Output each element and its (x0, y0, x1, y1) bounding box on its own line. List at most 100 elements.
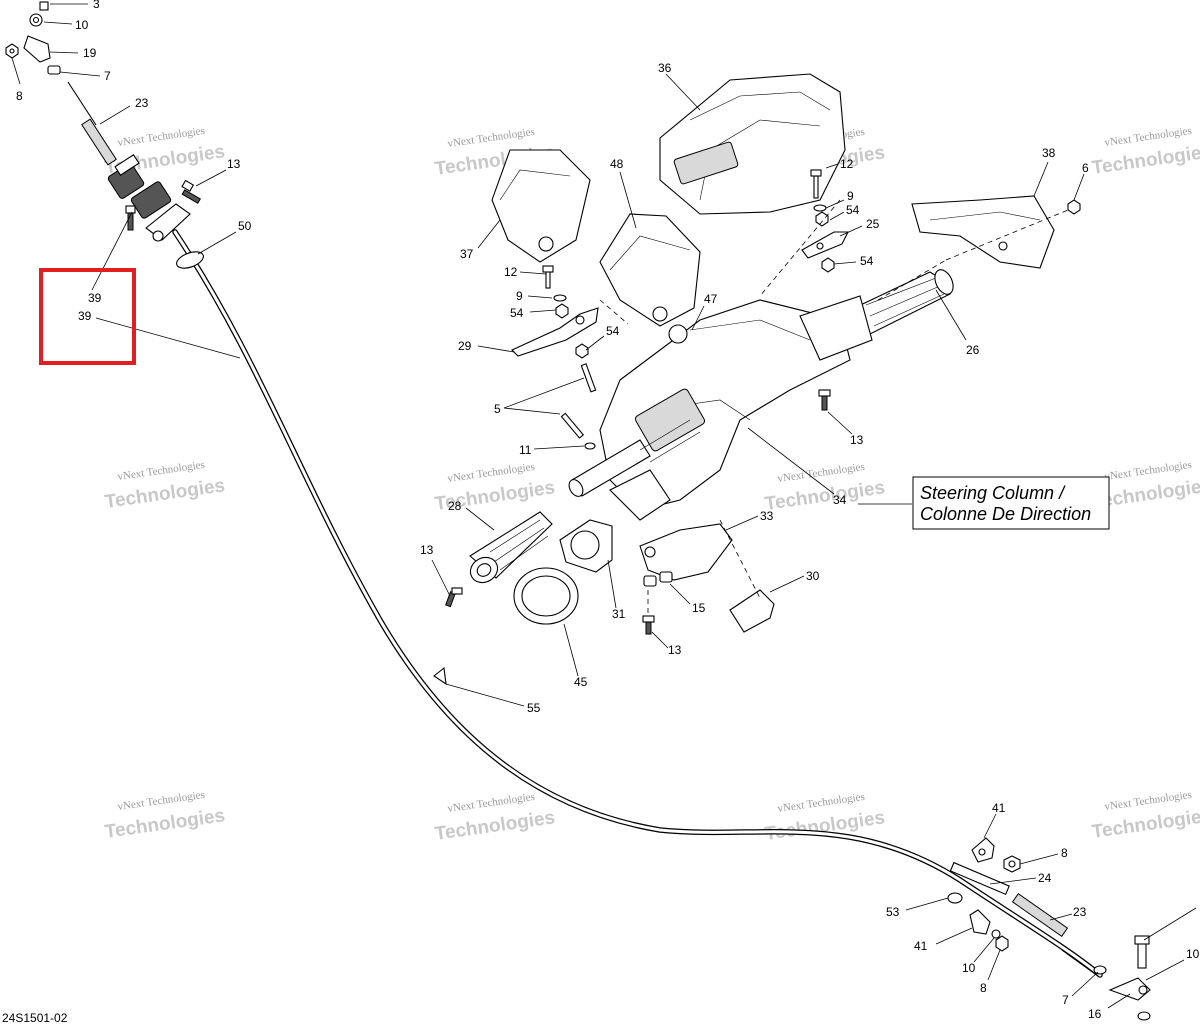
pin-5-lower[interactable] (560, 412, 585, 439)
steering-column-34[interactable] (566, 299, 851, 521)
callout-label[interactable]: 10 (962, 961, 976, 975)
throttle-lever-29[interactable] (511, 307, 599, 357)
nut-54-right-lower[interactable] (821, 257, 835, 273)
cover-38[interactable] (911, 195, 1055, 269)
bolt-3[interactable] (39, 1, 49, 11)
o-ring-50[interactable] (174, 249, 205, 272)
callout-label[interactable]: 36 (658, 61, 672, 75)
screw-13-bottom[interactable] (642, 615, 655, 635)
nut-54-mid[interactable] (575, 343, 589, 359)
cable-adjuster-39[interactable] (107, 154, 191, 242)
cable-sheath-23-upper[interactable] (81, 118, 117, 166)
washer-9-right[interactable] (813, 204, 827, 212)
callout-label[interactable]: 33 (760, 509, 774, 523)
callout-label[interactable]: 25 (866, 217, 880, 231)
callout-label[interactable]: 16 (1088, 1007, 1102, 1021)
callout-label[interactable]: 41 (992, 801, 1006, 815)
callout-label[interactable]: 54 (510, 306, 524, 320)
nut-54-left[interactable] (555, 303, 569, 319)
callout-label[interactable]: 10 (75, 18, 89, 32)
cable-end-16[interactable] (1108, 977, 1151, 1001)
screw-39[interactable] (125, 205, 136, 231)
callout-label[interactable]: 19 (83, 46, 97, 60)
callout-label[interactable]: 41 (914, 939, 928, 953)
callout-label[interactable]: 38 (1042, 146, 1056, 160)
callout-label[interactable]: 23 (135, 96, 149, 110)
callout-label[interactable]: 26 (966, 343, 980, 357)
callout-label[interactable]: 39 (78, 309, 92, 323)
clip-15[interactable] (643, 571, 673, 587)
bushing-7-lower[interactable] (1093, 965, 1107, 975)
retaining-ring-45[interactable] (513, 567, 579, 625)
callout-label[interactable]: 5 (494, 402, 501, 416)
bracket-41-lower[interactable] (969, 909, 991, 935)
callout-label[interactable]: 54 (860, 254, 874, 268)
callout-label[interactable]: 7 (1062, 993, 1069, 1007)
callout-label[interactable]: 37 (460, 247, 474, 261)
callout-label[interactable]: 30 (806, 569, 820, 583)
callout-label[interactable]: 8 (980, 981, 987, 995)
callout-label[interactable]: 31 (612, 607, 626, 621)
cable-end-fitting-19[interactable] (23, 13, 51, 63)
washer-11[interactable] (584, 442, 596, 450)
callout-label[interactable]: 23 (1073, 905, 1087, 919)
lever-25[interactable] (801, 231, 849, 259)
bushing-7-upper[interactable] (47, 65, 61, 75)
callout-label[interactable]: 9 (516, 289, 523, 303)
callout-label[interactable]: 39 (88, 291, 102, 305)
callout-label[interactable]: 15 (692, 601, 706, 615)
switch-housing-37[interactable] (491, 149, 591, 263)
cable-sheath-23-lower[interactable] (1011, 893, 1069, 937)
cable-upper-end-assembly[interactable] (5, 1, 206, 272)
throttle-cable[interactable] (172, 229, 1103, 978)
callout-label[interactable]: 54 (846, 203, 860, 217)
callout-label[interactable]: 8 (1061, 846, 1068, 860)
callout-label[interactable]: 55 (527, 701, 541, 715)
screw-13-upper[interactable] (181, 179, 201, 204)
handlebar-grip-26[interactable] (799, 267, 957, 361)
switch-housing-48[interactable] (599, 213, 701, 327)
callout-label[interactable]: 45 (574, 675, 588, 689)
callout-label[interactable]: 6 (1082, 161, 1089, 175)
callout-label[interactable]: 28 (448, 499, 462, 513)
bolt-12-right[interactable] (810, 169, 822, 199)
bracket-30[interactable] (729, 589, 775, 633)
callout-label[interactable]: 13 (420, 543, 434, 557)
callout-label[interactable]: 48 (610, 157, 624, 171)
nut-6[interactable] (1067, 199, 1081, 215)
callout-label[interactable]: 34 (833, 493, 847, 507)
callout-label[interactable]: 12 (840, 157, 854, 171)
nut-54-right-upper[interactable] (815, 211, 829, 227)
callout-label[interactable]: 13 (227, 157, 241, 171)
nut-8-upper[interactable] (5, 43, 19, 59)
top-cover-36[interactable] (659, 73, 846, 215)
nut-53[interactable] (947, 892, 963, 904)
callout-label[interactable]: 24 (1038, 871, 1052, 885)
clip-55[interactable] (433, 666, 447, 686)
washer-10-right[interactable] (1137, 1011, 1151, 1021)
cable-lower-end-assembly[interactable] (947, 837, 1151, 1021)
callout-label[interactable]: 11 (519, 443, 532, 457)
callout-label[interactable]: 47 (704, 292, 718, 306)
screw-13-right[interactable] (818, 389, 831, 411)
cable-sheath-24[interactable] (949, 861, 1010, 896)
washer-10-lower[interactable] (991, 929, 1001, 939)
callout-label[interactable]: 12 (504, 265, 518, 279)
callout-label[interactable]: 54 (606, 324, 620, 338)
callout-label[interactable]: 9 (847, 189, 854, 203)
callout-label[interactable]: 3 (93, 0, 100, 11)
nut-8-lower[interactable] (995, 935, 1009, 952)
pin-5-upper[interactable] (580, 363, 597, 393)
callout-label[interactable]: 7 (104, 69, 111, 83)
nut-8-mid[interactable] (1003, 855, 1021, 873)
bolt-lower-right[interactable] (1134, 935, 1150, 969)
bolt-12-left[interactable] (542, 265, 554, 289)
bracket-41-upper[interactable] (971, 837, 995, 863)
bracket-33[interactable] (639, 523, 733, 581)
callout-label[interactable]: 50 (238, 219, 252, 233)
screw-13-left[interactable] (445, 587, 463, 608)
callout-label[interactable]: 13 (850, 433, 864, 447)
washer-9-left[interactable] (553, 294, 567, 302)
callout-label[interactable]: 10 (1186, 947, 1200, 961)
callout-label[interactable]: 29 (458, 339, 472, 353)
